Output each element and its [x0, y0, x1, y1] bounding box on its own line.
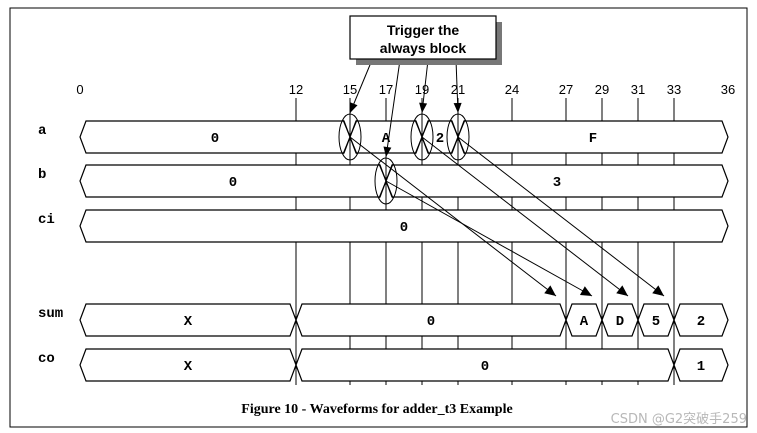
arrow-head — [544, 285, 556, 296]
wave-value-a: F — [589, 131, 597, 147]
trigger-arrows — [338, 59, 665, 297]
signal-name-sum: sum — [38, 306, 63, 322]
time-tick-label: 19 — [415, 82, 429, 97]
signal-name-ci: ci — [38, 212, 55, 228]
signal-names: a b ci sum co — [38, 123, 63, 367]
signal-name-co: co — [38, 351, 55, 367]
wave-value-sum: D — [616, 314, 624, 330]
wave-value-sum: A — [580, 314, 589, 330]
trigger-arrow — [385, 180, 593, 297]
wave-segment-co — [673, 348, 729, 382]
signal-name-a: a — [38, 123, 47, 139]
arrow-head — [652, 285, 664, 296]
trigger-arrow — [349, 136, 557, 297]
time-tick-label: 17 — [379, 82, 393, 97]
time-tick-label: 12 — [289, 82, 303, 97]
wave-segment-b — [385, 164, 729, 198]
time-tick-label: 0 — [76, 82, 83, 97]
wave-value-ci: 0 — [400, 220, 408, 236]
time-tick-label: 36 — [721, 82, 735, 97]
wave-value-a: 0 — [211, 131, 219, 147]
trigger-marker — [410, 113, 434, 161]
wave-value-sum: X — [184, 314, 193, 330]
callout-box — [349, 15, 497, 60]
wave-value-a: A — [382, 131, 391, 147]
callout: Trigger the always block — [349, 15, 502, 65]
trigger-arrow — [457, 136, 665, 297]
callout-pointer-head — [383, 146, 392, 157]
trigger-marker — [446, 113, 470, 161]
signal-name-b: b — [38, 167, 46, 183]
trigger-marker — [374, 157, 398, 205]
callout-pointer-head — [419, 102, 428, 113]
trigger-arrow — [421, 136, 629, 297]
wave-value-b: 3 — [553, 175, 561, 191]
wave-segment-ci — [79, 209, 729, 243]
time-tick-label: 31 — [631, 82, 645, 97]
figure-frame — [9, 7, 748, 428]
time-tick-label: 15 — [343, 82, 357, 97]
callout-line-2: always block — [380, 40, 467, 56]
arrow-head — [616, 285, 628, 296]
watermark: CSDN @G2突破手259 — [611, 411, 747, 427]
time-tick-label: 24 — [505, 82, 519, 97]
callout-pointer — [385, 59, 401, 158]
wave-value-a: 2 — [436, 131, 444, 147]
callout-pointer-head — [453, 102, 462, 113]
time-axis: 0 12 15 17 19 21 24 27 29 31 33 36 — [76, 82, 735, 97]
wave-segment-a — [457, 120, 729, 154]
figure-caption: Figure 10 - Waveforms for adder_t3 Examp… — [241, 402, 512, 417]
wave-value-sum: 5 — [652, 314, 660, 330]
wave-value-co: 0 — [481, 359, 489, 375]
wave-value-sum: 0 — [427, 314, 435, 330]
arrow-head — [579, 286, 592, 296]
wave-segment-sum — [673, 303, 729, 337]
callout-line-1: Trigger the — [387, 22, 460, 38]
time-tick-label: 21 — [451, 82, 465, 97]
time-tick-label: 27 — [559, 82, 573, 97]
wave-value-co: 1 — [697, 359, 705, 375]
time-tick-label: 29 — [595, 82, 609, 97]
wave-value-sum: 2 — [697, 314, 705, 330]
callout-pointer-head — [350, 102, 358, 113]
trigger-marker — [338, 113, 362, 161]
wave-value-b: 0 — [229, 175, 237, 191]
wave-value-co: X — [184, 359, 193, 375]
time-tick-label: 33 — [667, 82, 681, 97]
